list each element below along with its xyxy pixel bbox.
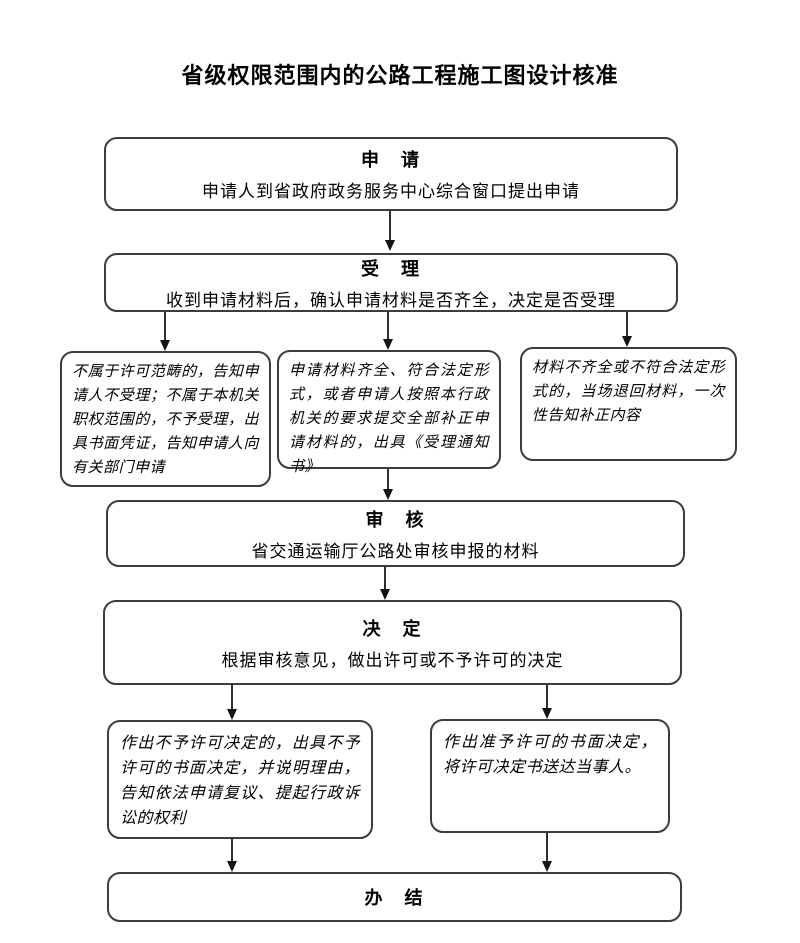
arrow-line xyxy=(389,211,391,240)
arrow-line xyxy=(546,833,548,861)
node-apply-body: 申请人到省政府政务服务中心综合窗口提出申请 xyxy=(202,182,580,201)
node-accept-notice: 申请材料齐全、符合法定形式，或者申请人按照本行政机关的要求提交全部补正申请材料的… xyxy=(277,350,501,475)
arrow-accept-to-return-materials xyxy=(621,312,633,347)
arrow-review-to-decision xyxy=(379,567,391,600)
arrow-deny-to-complete xyxy=(226,839,238,872)
node-apply: 申 请 申请人到省政府政务服务中心综合窗口提出申请 xyxy=(104,137,678,211)
arrow-head-icon xyxy=(383,339,393,350)
arrow-head-icon xyxy=(622,336,632,347)
node-decision-heading: 决 定 xyxy=(362,618,423,639)
node-complete-heading: 办 结 xyxy=(364,888,425,908)
node-accept: 受 理 收到申请材料后，确认申请材料是否齐全，决定是否受理 xyxy=(104,253,678,312)
arrow-head-icon xyxy=(385,240,395,251)
arrow-line xyxy=(546,685,548,708)
arrow-line xyxy=(231,685,233,709)
node-deny: 作出不予许可决定的，出具不予许可的书面决定，并说明理由，告知依法申请复议、提起行… xyxy=(107,720,373,839)
node-return-materials: 材料不齐全或不符合法定形式的，当场退回材料，一次性告知补正内容 xyxy=(520,347,737,461)
node-not-accepted-body: 不属于许可范畴的，告知申请人不受理；不属于本机关职权范围的，不予受理，出具书面凭… xyxy=(72,363,259,476)
node-not-accepted: 不属于许可范畴的，告知申请人不受理；不属于本机关职权范围的，不予受理，出具书面凭… xyxy=(60,351,271,487)
arrow-head-icon xyxy=(542,708,552,719)
node-accept-notice-body: 申请材料齐全、符合法定形式，或者申请人按照本行政机关的要求提交全部补正申请材料的… xyxy=(289,362,489,475)
arrow-grant-to-complete xyxy=(541,833,553,872)
node-accept-heading: 受 理 xyxy=(361,258,421,279)
node-accept-body: 收到申请材料后，确认申请材料是否齐全，决定是否受理 xyxy=(166,290,616,310)
arrow-head-icon xyxy=(227,861,237,872)
arrow-line xyxy=(626,312,628,336)
arrow-apply-to-accept xyxy=(384,211,396,251)
arrow-head-icon xyxy=(383,489,393,500)
arrow-line xyxy=(231,839,233,861)
node-apply-heading: 申 请 xyxy=(361,150,421,170)
node-return-materials-body: 材料不齐全或不符合法定形式的，当场退回材料，一次性告知补正内容 xyxy=(532,359,725,424)
arrow-line xyxy=(387,469,389,489)
arrow-accept-to-accept-notice xyxy=(382,312,394,350)
arrow-line xyxy=(164,312,166,340)
node-review-body: 省交通运输厅公路处审核申报的材料 xyxy=(251,541,540,561)
arrow-decision-to-grant xyxy=(541,685,553,719)
arrow-decision-to-deny xyxy=(226,685,238,720)
arrow-head-icon xyxy=(160,340,170,351)
node-grant: 作出准予许可的书面决定，将许可决定书送达当事人。 xyxy=(430,719,670,833)
node-complete: 办 结 xyxy=(107,872,682,922)
node-deny-body: 作出不予许可决定的，出具不予许可的书面决定，并说明理由，告知依法申请复议、提起行… xyxy=(120,735,360,827)
arrow-head-icon xyxy=(542,861,552,872)
node-review: 审 核 省交通运输厅公路处审核申报的材料 xyxy=(106,500,685,567)
node-grant-body: 作出准予许可的书面决定，将许可决定书送达当事人。 xyxy=(443,734,657,776)
node-review-heading: 审 核 xyxy=(365,509,426,530)
node-decision: 决 定 根据审核意见，做出许可或不予许可的决定 xyxy=(103,600,682,685)
arrow-accept-notice-to-review xyxy=(382,469,394,500)
page-title: 省级权限范围内的公路工程施工图设计核准 xyxy=(181,63,619,88)
arrow-accept-to-not-accepted xyxy=(159,312,171,351)
arrow-head-icon xyxy=(380,589,390,600)
node-decision-body: 根据审核意见，做出许可或不予许可的决定 xyxy=(221,650,564,670)
arrow-line xyxy=(384,567,386,589)
arrow-head-icon xyxy=(227,709,237,720)
arrow-line xyxy=(387,312,389,339)
